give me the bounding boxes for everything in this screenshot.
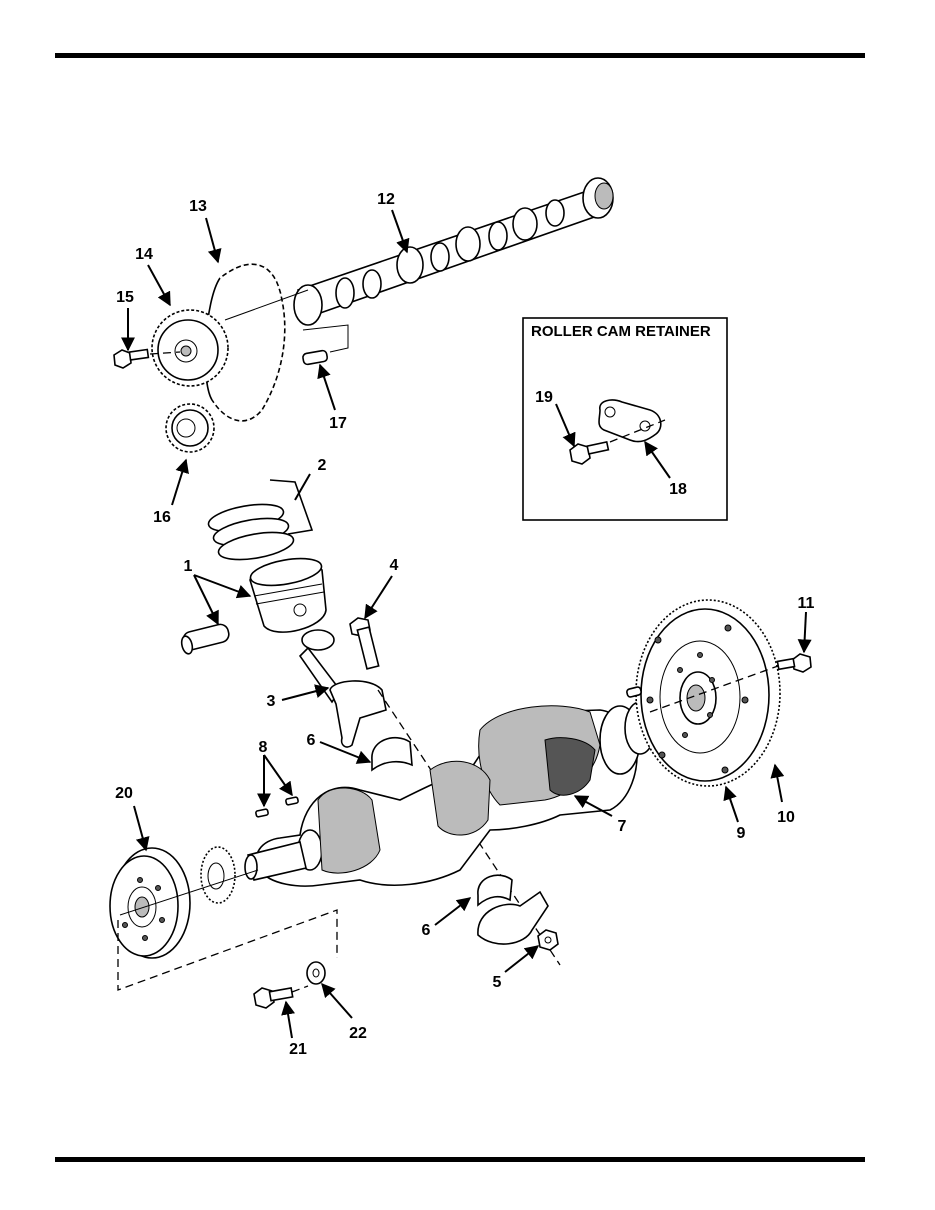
upper-bearing-shell bbox=[371, 736, 413, 772]
callout-13: 13 bbox=[189, 198, 207, 215]
callout-6-lower: 6 bbox=[422, 922, 431, 939]
callout-22: 22 bbox=[349, 1025, 367, 1042]
piston-pin bbox=[180, 623, 230, 655]
callout-4: 4 bbox=[390, 557, 399, 574]
callout-19: 19 bbox=[535, 389, 553, 406]
callout-12: 12 bbox=[377, 191, 395, 208]
callout-6-upper: 6 bbox=[307, 732, 316, 749]
rod-nut bbox=[537, 929, 559, 951]
damper-bolt-bracket bbox=[117, 909, 338, 991]
callout-3: 3 bbox=[267, 693, 276, 710]
callout-15: 15 bbox=[116, 289, 134, 306]
flywheel-dowel bbox=[626, 686, 642, 698]
callout-labels: 1 2 3 4 5 6 6 7 8 9 10 11 12 13 14 15 16… bbox=[115, 191, 814, 1058]
top-rule bbox=[55, 53, 865, 58]
roller-cam-retainer-inset: ROLLER CAM RETAINER bbox=[522, 317, 728, 521]
camshaft-sprocket bbox=[151, 309, 229, 387]
crankshaft-gear bbox=[200, 846, 236, 904]
callout-21: 21 bbox=[289, 1041, 307, 1058]
bottom-rule bbox=[55, 1157, 865, 1162]
piston bbox=[249, 557, 327, 633]
woodruff-keys bbox=[255, 796, 299, 818]
damper-bolt bbox=[253, 987, 294, 1009]
camshaft bbox=[224, 177, 614, 326]
callout-1: 1 bbox=[184, 558, 193, 575]
cam-retainer-plate bbox=[598, 399, 662, 443]
callout-7: 7 bbox=[618, 818, 627, 835]
crankshaft bbox=[244, 701, 656, 887]
lower-bearing-shell-and-cap bbox=[477, 874, 549, 945]
callout-11: 11 bbox=[798, 595, 815, 612]
damper-bolt-axis bbox=[291, 985, 309, 993]
camshaft-dowel-pin bbox=[302, 324, 349, 366]
callout-9: 9 bbox=[737, 825, 746, 842]
crankshaft-sprocket bbox=[165, 403, 215, 453]
damper-washer bbox=[306, 961, 326, 985]
inset-title: ROLLER CAM RETAINER bbox=[531, 323, 711, 340]
callout-18: 18 bbox=[669, 481, 687, 498]
cam-retainer-bolt bbox=[569, 419, 666, 465]
connecting-rod-bolt bbox=[349, 617, 380, 670]
callout-20: 20 bbox=[115, 785, 133, 802]
callout-16: 16 bbox=[153, 509, 171, 526]
callout-17: 17 bbox=[329, 415, 347, 432]
callout-5: 5 bbox=[493, 974, 502, 991]
harmonic-balancer bbox=[109, 847, 191, 959]
flywheel-bolt bbox=[776, 653, 812, 673]
connecting-rod bbox=[298, 629, 387, 748]
callout-14: 14 bbox=[135, 246, 153, 263]
callout-2: 2 bbox=[318, 457, 327, 474]
flywheel-alignment-line bbox=[649, 665, 779, 713]
callout-10: 10 bbox=[777, 809, 795, 826]
leader-lines bbox=[121, 209, 812, 1039]
piston-rings bbox=[207, 479, 314, 561]
flywheel bbox=[635, 599, 781, 787]
callout-8: 8 bbox=[259, 739, 268, 756]
damper-axis-line bbox=[119, 869, 259, 916]
